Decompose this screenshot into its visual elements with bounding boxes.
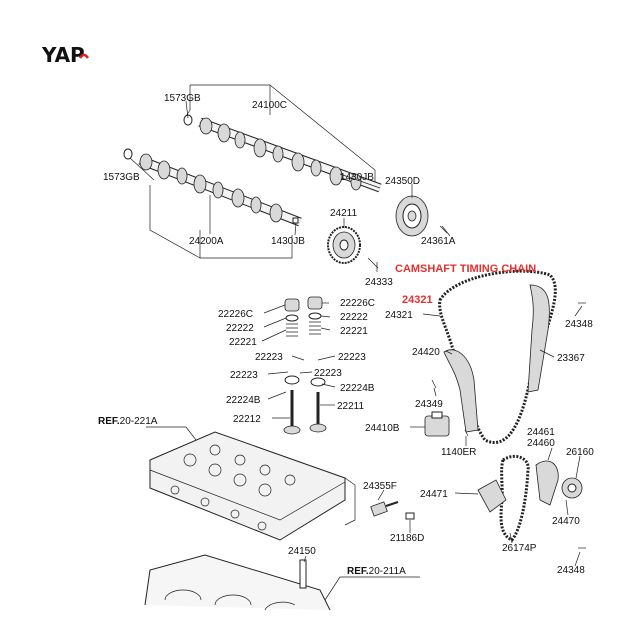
chain-tensioner [424, 411, 450, 437]
highlight-part-number: 24321 [402, 294, 433, 306]
bolts [431, 302, 586, 549]
label-22221-right: 22221 [340, 326, 368, 337]
label-24471: 24471 [420, 489, 448, 500]
label-22221-left: 22221 [229, 337, 257, 348]
title-camshaft-timing-chain: CAMSHAFT TIMING CHAIN [395, 263, 536, 275]
label-1430JB-top: 1430JB [340, 172, 374, 183]
label-22224B-left: 22224B [226, 395, 261, 406]
label-24470: 24470 [552, 516, 580, 527]
brand-logo: YAP [41, 43, 90, 67]
label-22222-right: 22222 [340, 312, 368, 323]
tensioner-arm [443, 349, 479, 433]
label-24211: 24211 [330, 208, 358, 219]
exhaust-sprocket [327, 226, 379, 269]
oil-pump-chain [477, 454, 583, 542]
oil-control-valve [370, 501, 415, 520]
chain-guide [527, 284, 550, 393]
label-26160: 26160 [566, 447, 594, 458]
logo-text: YAP [41, 43, 85, 67]
label-24420: 24420 [412, 347, 440, 358]
label-23367: 23367 [557, 353, 585, 364]
timing-chain [438, 269, 557, 444]
label-24361A: 24361A [421, 236, 456, 247]
cylinder-head [149, 431, 356, 541]
label-1573GB-top: 1573GB [164, 93, 201, 104]
label-22222-left: 22222 [226, 323, 254, 334]
camshaft-exhaust [123, 148, 302, 227]
label-24150: 24150 [288, 546, 316, 557]
label-22223-c: 22223 [230, 370, 258, 381]
label-22226C-right: 22226C [340, 298, 375, 309]
label-24348-top: 24348 [565, 319, 593, 330]
label-24200A: 24200A [189, 236, 224, 247]
label-24349: 24349 [415, 399, 443, 410]
label-22224B-right: 22224B [340, 383, 375, 394]
label-22223-b: 22223 [338, 352, 366, 363]
label-21186D: 21186D [390, 533, 424, 544]
label-22211: 22211 [337, 401, 365, 412]
label-1140ER: 1140ER [441, 447, 476, 458]
label-22223-d: 22223 [314, 368, 342, 379]
cvvt-sprocket [395, 195, 451, 237]
label-24355F: 24355F [363, 481, 397, 492]
label-24461: 24461 [527, 427, 555, 438]
label-24350D: 24350D [385, 176, 420, 187]
label-26174P: 26174P [502, 543, 537, 554]
label-22212: 22212 [233, 414, 261, 425]
label-22226C-left: 22226C [218, 309, 253, 320]
ref-20-211A: REF.20-211A [347, 566, 406, 577]
label-24410B: 24410B [365, 423, 400, 434]
valve-train [283, 296, 327, 435]
label-24348-bot: 24348 [557, 565, 585, 576]
leader-lines [129, 100, 583, 601]
label-24321: 24321 [385, 310, 413, 321]
label-24333: 24333 [365, 277, 393, 288]
camshaft-intake [183, 114, 382, 193]
label-1573GB-mid: 1573GB [103, 172, 140, 183]
label-1430JB-bot: 1430JB [271, 236, 305, 247]
engine-block [144, 554, 331, 611]
label-24460: 24460 [527, 438, 555, 449]
ref-20-221A: REF.20-221A [98, 416, 158, 427]
label-22223-a: 22223 [255, 352, 283, 363]
part-labels: 1573GB 24100C 1573GB 1430JB 24350D 24211… [98, 93, 594, 577]
logo-accent-icon [78, 53, 90, 59]
label-24100C: 24100C [252, 100, 287, 111]
